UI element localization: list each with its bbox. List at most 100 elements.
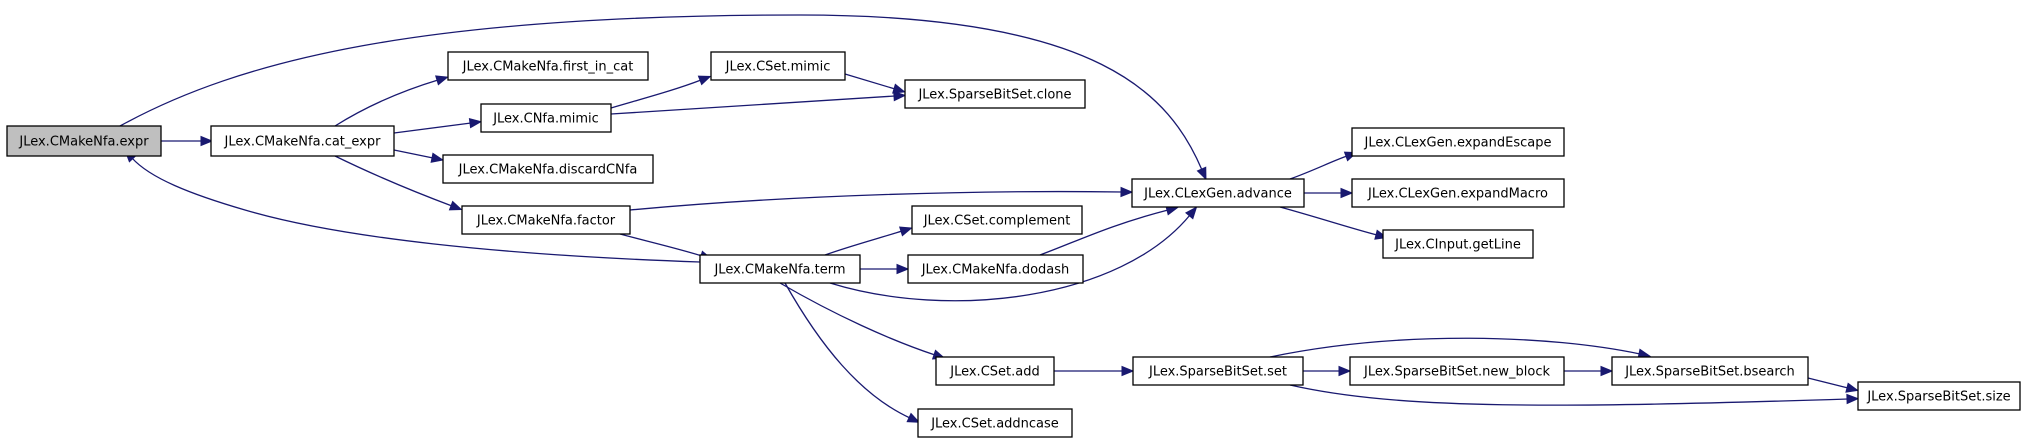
edge-line: [119, 14, 1203, 171]
node-label: JLex.SparseBitSet.new_block: [1363, 365, 1550, 380]
arrowhead-icon: [893, 90, 907, 102]
arrowhead-icon: [448, 200, 463, 211]
edge-term-to-addncase: [784, 282, 921, 423]
arrowhead-icon: [1121, 365, 1135, 377]
edge-advance-to-expandMacro: [1304, 187, 1354, 199]
arrowhead-icon: [898, 226, 913, 237]
edge-line: [784, 282, 911, 419]
node-first_in_cat[interactable]: JLex.CMakeNfa.first_in_cat: [447, 51, 649, 81]
edge-line: [334, 155, 453, 207]
node-box: [1857, 381, 2021, 411]
node-label: JLex.CMakeNfa.expr: [18, 135, 149, 150]
edge-line: [1807, 377, 1849, 389]
arrowhead-icon: [1185, 206, 1198, 220]
edge-line: [829, 214, 1191, 302]
node-expandMacro[interactable]: JLex.CLexGen.expandMacro: [1351, 178, 1565, 208]
arrowhead-icon: [896, 263, 910, 275]
node-dodash[interactable]: JLex.CMakeNfa.dodash: [907, 254, 1084, 284]
arrowhead-icon: [1846, 393, 1860, 405]
edge-line: [844, 73, 896, 90]
node-discardCNfa[interactable]: JLex.CMakeNfa.discardCNfa: [442, 154, 654, 184]
node-expr[interactable]: JLex.CMakeNfa.expr: [6, 125, 162, 157]
edge-line: [610, 95, 896, 115]
edge-sbs_set-to-new_block: [1303, 365, 1352, 377]
node-label: JLex.CLexGen.expandEscape: [1364, 136, 1552, 151]
node-label: JLex.CMakeNfa.cat_expr: [224, 135, 382, 150]
node-sbs_set[interactable]: JLex.SparseBitSet.set: [1132, 356, 1304, 386]
node-label: JLex.CSet.add: [949, 365, 1039, 380]
edge-line: [1289, 384, 1849, 406]
edge-term-to-dodash: [860, 263, 910, 275]
node-box: [1351, 127, 1565, 157]
node-label: JLex.CLexGen.expandMacro: [1367, 187, 1548, 202]
edge-line: [1269, 337, 1641, 358]
node-box: [210, 125, 395, 157]
edge-factor-to-term: [619, 233, 713, 261]
edge-cat_expr-to-first_in_cat: [334, 75, 449, 127]
node-label: JLex.SparseBitSet.clone: [917, 88, 1071, 103]
arrowhead-icon: [1120, 186, 1134, 198]
node-cset_mimic[interactable]: JLex.CSet.mimic: [710, 51, 846, 81]
node-layer: JLex.CMakeNfa.expr JLex.CMakeNfa.cat_expr…: [6, 51, 2021, 438]
edge-line: [619, 233, 703, 257]
node-label: JLex.SparseBitSet.set: [1148, 365, 1287, 380]
node-clone[interactable]: JLex.SparseBitSet.clone: [904, 79, 1086, 109]
edge-line: [1289, 155, 1348, 180]
node-label: JLex.SparseBitSet.bsearch: [1624, 365, 1795, 380]
node-label: JLex.CLexGen.advance: [1143, 187, 1292, 202]
edge-sbs_set-to-bsearch: [1269, 337, 1652, 359]
node-cat_expr[interactable]: JLex.CMakeNfa.cat_expr: [210, 125, 395, 157]
arrowhead-icon: [1340, 187, 1354, 199]
node-box: [461, 205, 631, 235]
arrowhead-icon: [1338, 365, 1352, 377]
edge-line: [393, 149, 434, 159]
edge-expr-to-advance: [119, 14, 1207, 181]
node-box: [1131, 178, 1305, 208]
node-expandEscape[interactable]: JLex.CLexGen.expandEscape: [1351, 127, 1565, 157]
node-new_block[interactable]: JLex.SparseBitSet.new_block: [1349, 356, 1565, 386]
node-label: JLex.CSet.mimic: [725, 60, 831, 75]
node-label: JLex.CSet.addncase: [930, 417, 1059, 432]
node-label: JLex.CMakeNfa.dodash: [921, 263, 1070, 278]
node-cset_add[interactable]: JLex.CSet.add: [935, 356, 1055, 386]
edge-line: [610, 79, 702, 109]
node-advance[interactable]: JLex.CLexGen.advance: [1131, 178, 1305, 208]
arrowhead-icon: [200, 135, 214, 147]
arrowhead-icon: [435, 75, 449, 86]
arrowhead-icon: [906, 412, 921, 423]
edge-line: [1039, 209, 1169, 256]
edge-bsearch-to-size: [1807, 377, 1859, 393]
node-bsearch[interactable]: JLex.SparseBitSet.bsearch: [1611, 356, 1809, 386]
node-label: JLex.CMakeNfa.term: [713, 263, 845, 278]
edge-line: [629, 190, 1123, 211]
arrowhead-icon: [892, 83, 906, 94]
edge-expr-to-cat_expr: [161, 135, 214, 147]
edge-cat_expr-to-factor: [334, 155, 463, 211]
node-factor[interactable]: JLex.CMakeNfa.factor: [461, 205, 631, 235]
node-complement[interactable]: JLex.CSet.complement: [911, 205, 1083, 235]
edge-cnfa_mimic-to-clone: [610, 90, 907, 115]
edge-term-to-cset_add: [779, 282, 946, 360]
node-box: [911, 205, 1083, 235]
arrowhead-icon: [1196, 166, 1207, 181]
node-label: JLex.CInput.getLine: [1394, 238, 1521, 253]
node-box: [1351, 178, 1565, 208]
node-box: [1132, 356, 1304, 386]
node-label: JLex.CMakeNfa.discardCNfa: [458, 163, 638, 178]
edge-cset_add-to-sbs_set: [1054, 365, 1135, 377]
node-getLine[interactable]: JLex.CInput.getLine: [1382, 229, 1534, 259]
edge-line: [779, 282, 936, 356]
arrowhead-icon: [468, 117, 483, 129]
node-addncase[interactable]: JLex.CSet.addncase: [917, 408, 1073, 438]
node-term[interactable]: JLex.CMakeNfa.term: [699, 254, 861, 284]
node-size[interactable]: JLex.SparseBitSet.size: [1857, 381, 2021, 411]
edge-new_block-to-bsearch: [1564, 365, 1614, 377]
edge-advance-to-getLine: [1279, 206, 1388, 240]
edge-line: [1279, 206, 1378, 236]
node-label: JLex.CSet.complement: [923, 214, 1071, 229]
node-cnfa_mimic[interactable]: JLex.CNfa.mimic: [480, 103, 612, 133]
edge-advance-to-expandEscape: [1289, 151, 1358, 180]
node-box: [1382, 229, 1534, 259]
node-box: [442, 154, 654, 184]
node-label: JLex.CNfa.mimic: [492, 112, 599, 127]
